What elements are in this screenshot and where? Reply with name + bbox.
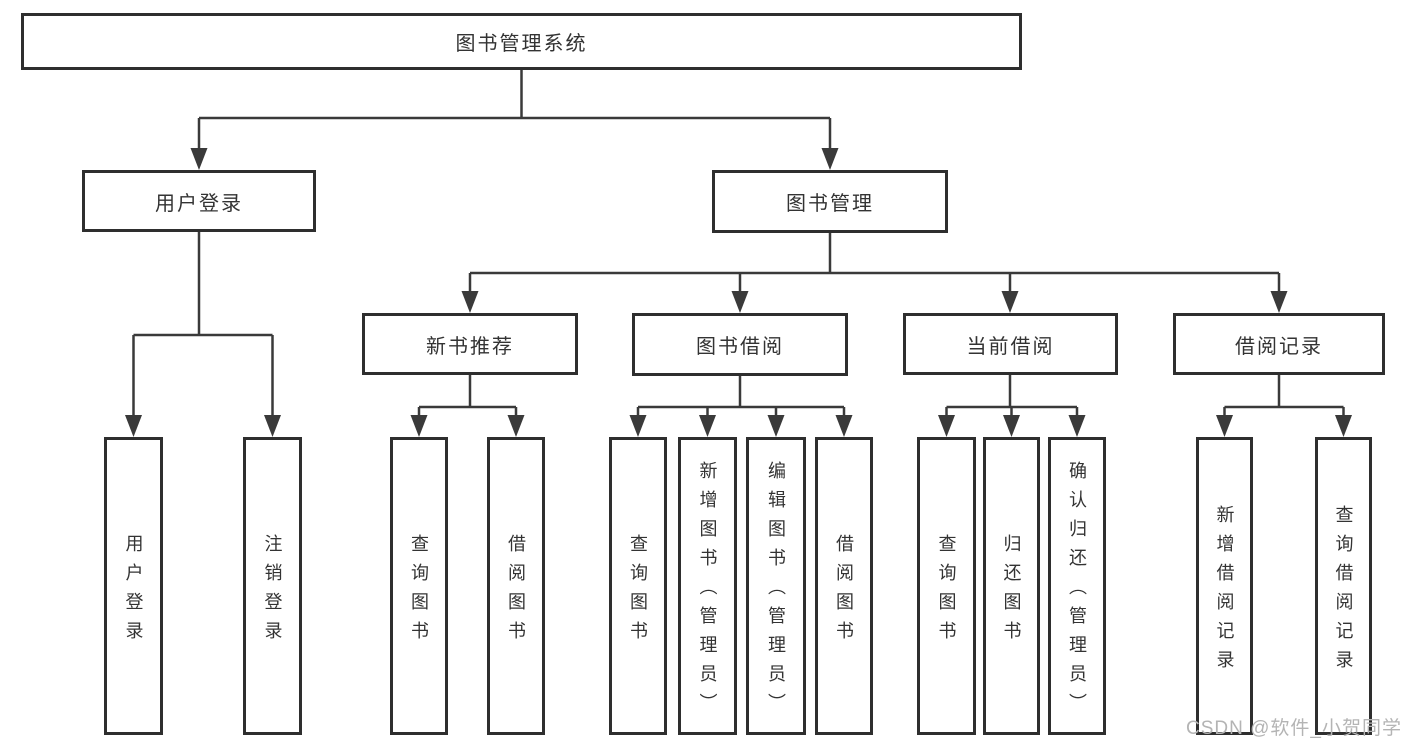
leaf-query-books-current-label: 查询图书 [936, 533, 957, 650]
leaf-logout-label: 注销登录 [262, 533, 283, 650]
arrowheads [125, 148, 1352, 437]
node-book-management-label: 图书管理 [786, 193, 874, 215]
node-borrowing-records: 借阅记录 [1173, 313, 1385, 375]
node-book-management: 图书管理 [712, 170, 948, 233]
leaf-confirm-return-admin-label: 确认归还（管理员） [1067, 461, 1087, 722]
leaf-confirm-return-admin: 确认归还（管理员） [1048, 437, 1106, 735]
leaf-query-books-borrowing: 查询图书 [609, 437, 667, 735]
leaf-logout: 注销登录 [243, 437, 302, 735]
node-library-management-system-label: 图书管理系统 [455, 33, 588, 55]
leaf-add-borrow-record-label: 新增借阅记录 [1214, 504, 1235, 679]
leaf-query-books-borrowing-label: 查询图书 [628, 533, 648, 650]
node-borrowing-records-label: 借阅记录 [1235, 335, 1323, 358]
leaf-borrow-books-borrowing-label: 借阅图书 [834, 533, 854, 650]
leaf-edit-book-admin-label: 编辑图书（管理员） [766, 461, 786, 722]
node-book-borrowing: 图书借阅 [632, 313, 848, 376]
leaf-borrow-books-recommend-label: 借阅图书 [506, 533, 526, 650]
leaf-borrow-books-borrowing: 借阅图书 [815, 437, 873, 735]
leaf-add-borrow-record: 新增借阅记录 [1196, 437, 1253, 735]
leaf-return-books: 归还图书 [983, 437, 1040, 735]
leaf-user-login: 用户登录 [104, 437, 163, 735]
leaf-query-books-recommend-label: 查询图书 [409, 533, 429, 650]
csdn-watermark: CSDN @软件_小贺同学 [1186, 718, 1402, 739]
node-book-borrowing-label: 图书借阅 [696, 336, 784, 358]
node-user-login: 用户登录 [82, 170, 316, 232]
leaf-query-books-current: 查询图书 [917, 437, 976, 735]
leaf-return-books-label: 归还图书 [1001, 533, 1022, 650]
node-library-management-system: 图书管理系统 [21, 13, 1022, 70]
leaf-user-login-label: 用户登录 [123, 533, 144, 650]
node-current-borrowing: 当前借阅 [903, 313, 1118, 375]
node-new-book-recommendation: 新书推荐 [362, 313, 578, 375]
leaf-add-book-admin: 新增图书（管理员） [678, 437, 737, 735]
leaf-borrow-books-recommend: 借阅图书 [487, 437, 545, 735]
leaf-query-borrow-record: 查询借阅记录 [1315, 437, 1372, 735]
node-user-login-label: 用户登录 [155, 192, 243, 215]
leaf-add-book-admin-label: 新增图书（管理员） [697, 461, 718, 722]
leaf-edit-book-admin: 编辑图书（管理员） [746, 437, 806, 735]
node-current-borrowing-label: 当前借阅 [966, 335, 1055, 358]
leaf-query-books-recommend: 查询图书 [390, 437, 448, 735]
leaf-query-borrow-record-label: 查询借阅记录 [1333, 504, 1354, 679]
node-new-book-recommendation-label: 新书推荐 [426, 335, 514, 358]
